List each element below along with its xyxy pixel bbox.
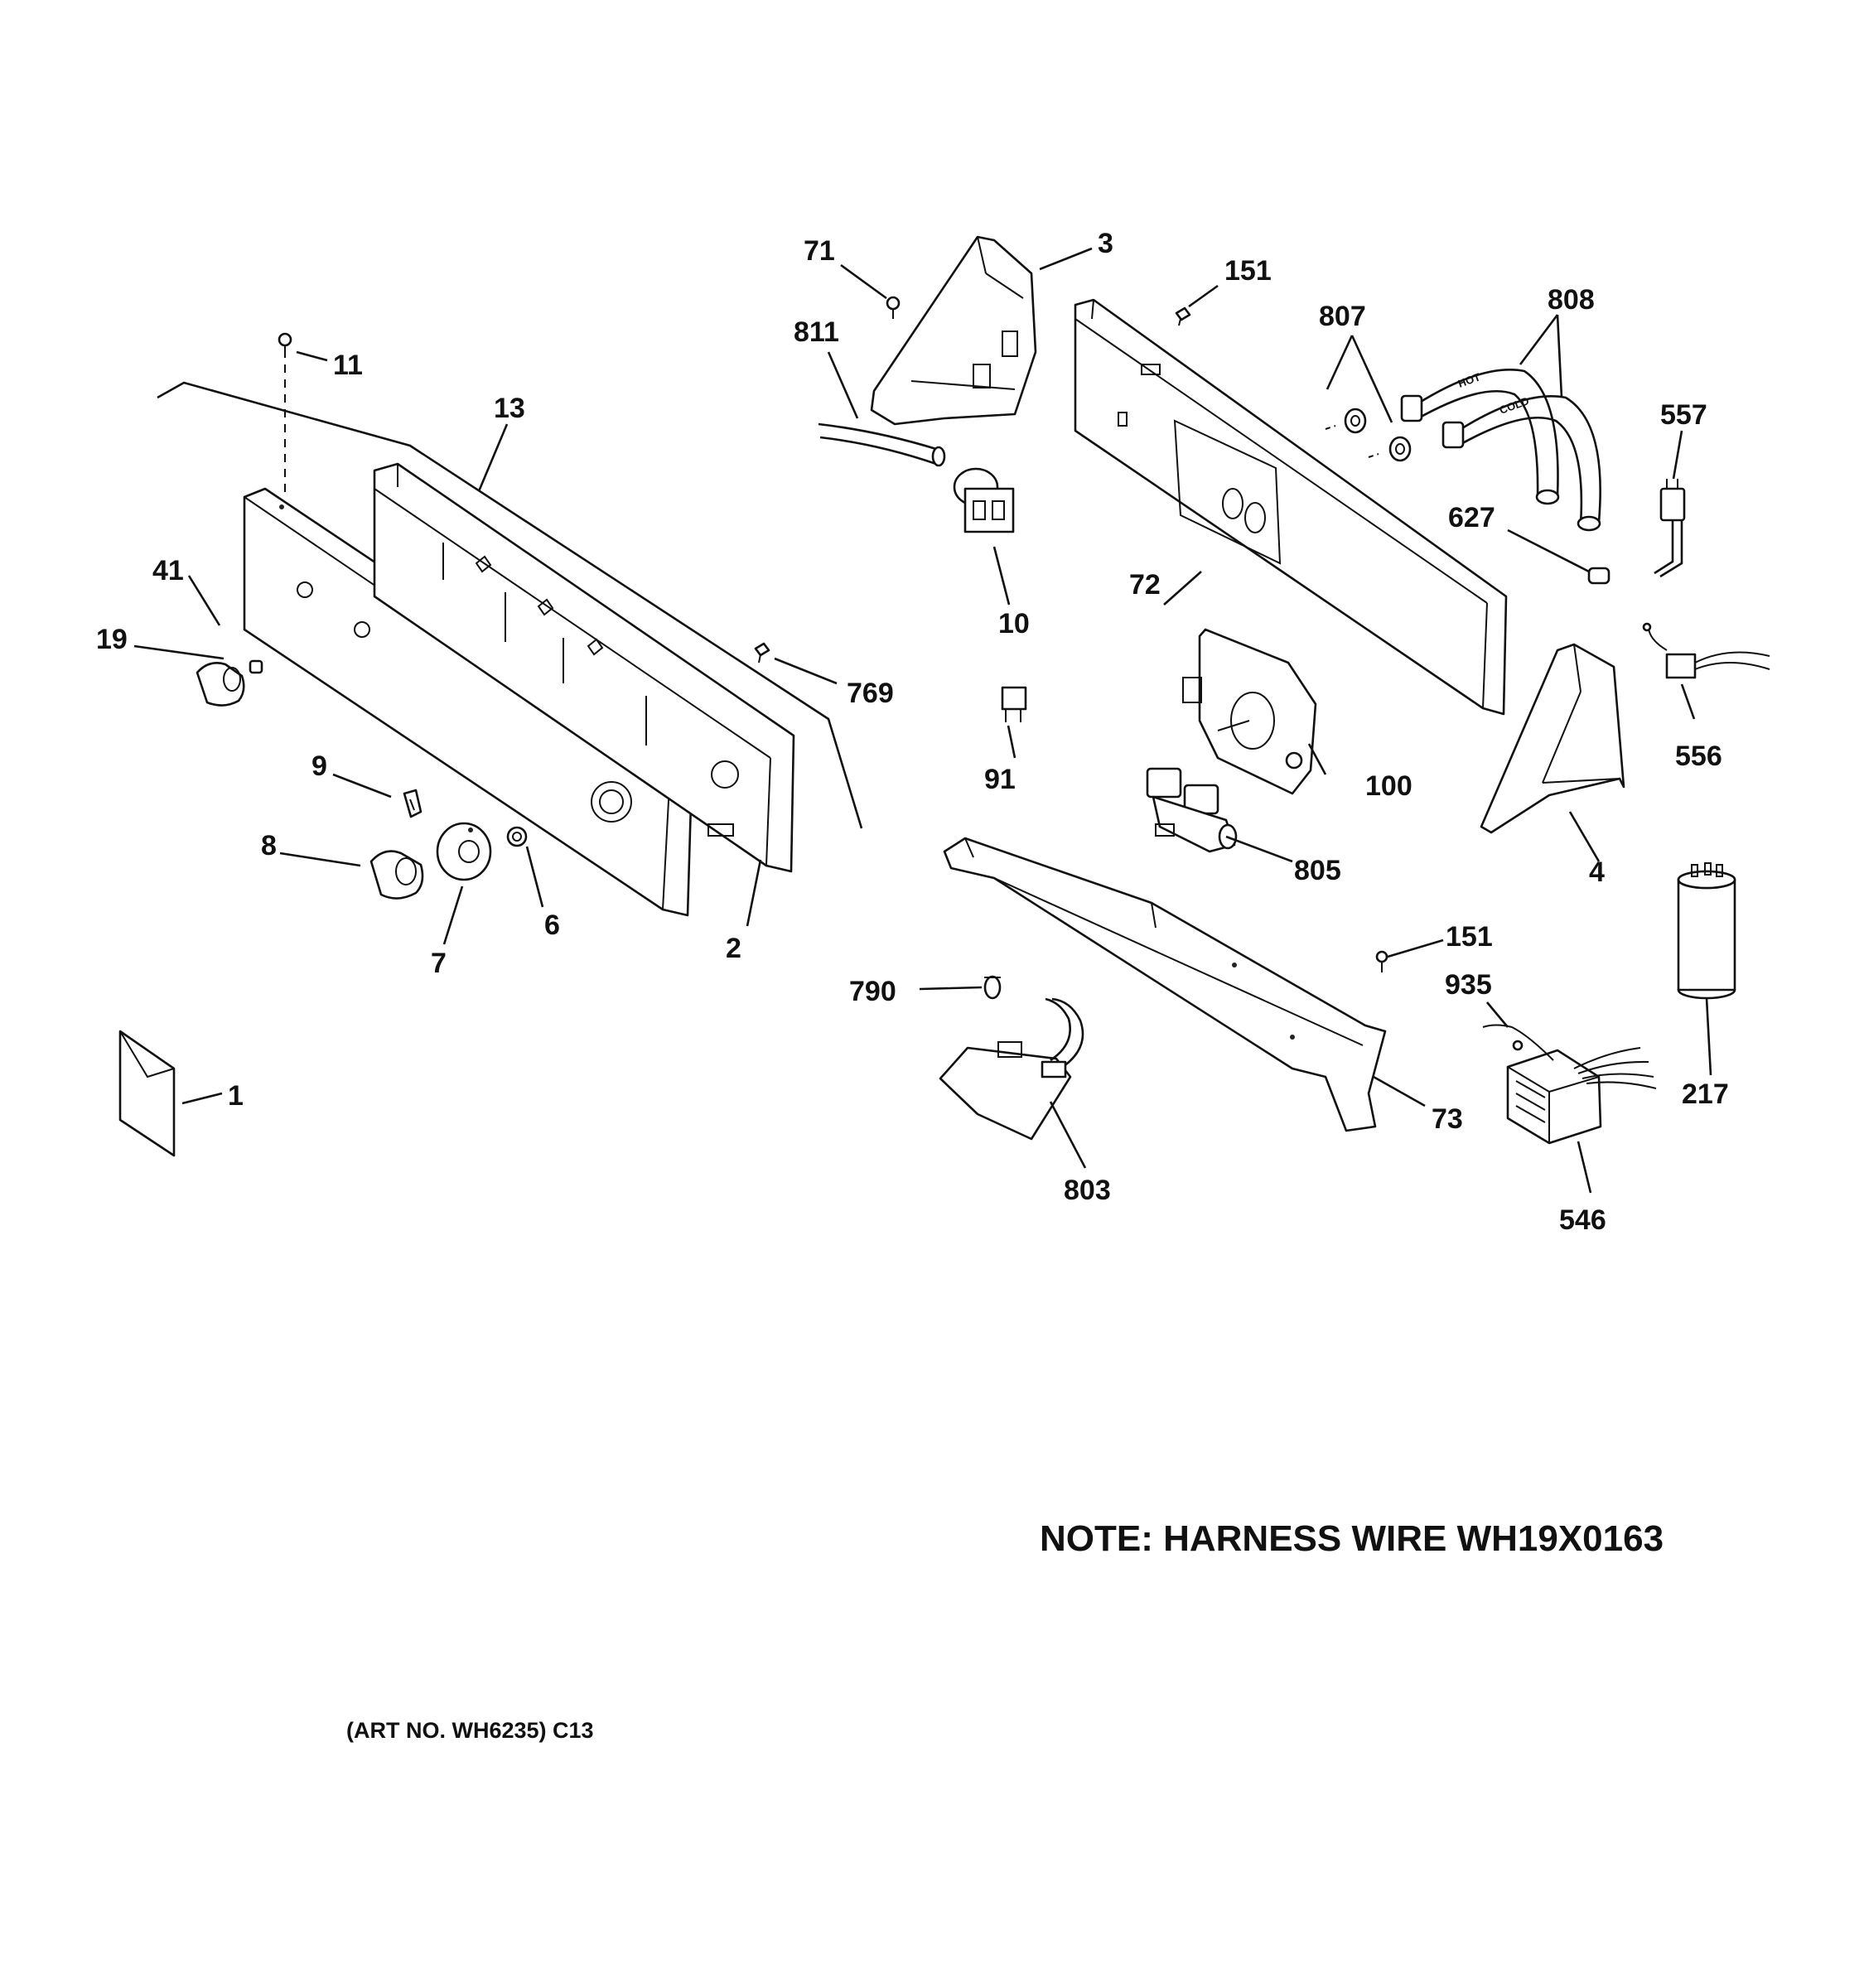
label-217: 217 [1682, 1078, 1729, 1110]
hose-clamp-790 [983, 975, 1002, 1000]
label-2: 2 [726, 933, 741, 964]
label-7: 7 [431, 948, 447, 979]
label-8: 8 [261, 830, 277, 861]
screw-11 [278, 332, 292, 497]
label-151-top: 151 [1224, 255, 1272, 287]
label-790: 790 [849, 976, 896, 1007]
strain-relief-627 [1587, 567, 1610, 585]
hose-marking-hot: HOT [1456, 370, 1482, 390]
label-11: 11 [333, 350, 363, 381]
pressure-hose-811 [818, 422, 946, 467]
label-1: 1 [228, 1080, 244, 1112]
bracket-73 [943, 837, 1387, 1132]
knob-8 [369, 850, 424, 900]
label-151-lower: 151 [1446, 921, 1493, 953]
label-41: 41 [152, 555, 184, 586]
label-72: 72 [1129, 569, 1161, 601]
label-546: 546 [1559, 1204, 1606, 1236]
leader-lines [133, 247, 1712, 1194]
pressure-switch-10 [953, 467, 1015, 533]
label-73: 73 [1432, 1103, 1463, 1135]
nut-6 [506, 826, 528, 847]
clip-9 [403, 789, 423, 818]
knob-19 [196, 662, 245, 707]
control-panel-frame [373, 462, 795, 873]
label-10: 10 [998, 608, 1030, 639]
capacitor-217 [1677, 862, 1736, 1000]
end-cap-4 [1480, 643, 1625, 834]
screw-151-lower [1375, 950, 1388, 972]
label-627: 627 [1448, 502, 1495, 533]
screw-769 [754, 642, 770, 663]
wire-harness-546 [1482, 1024, 1657, 1145]
harness-wire-note: NOTE: HARNESS WIRE WH19X0163 [1040, 1518, 1664, 1559]
fill-hoses-808: HOT COLD [1400, 369, 1601, 532]
label-769: 769 [847, 678, 894, 709]
timer-100 [1182, 628, 1317, 795]
label-9: 9 [311, 750, 327, 782]
label-4: 4 [1589, 856, 1605, 888]
screw-151-top [1175, 306, 1191, 326]
label-100: 100 [1365, 770, 1412, 802]
label-91: 91 [984, 764, 1016, 795]
wire-connector-556 [1642, 622, 1770, 679]
label-803: 803 [1064, 1175, 1111, 1206]
clip-41 [249, 659, 263, 674]
label-811: 811 [794, 316, 839, 348]
label-935: 935 [1445, 969, 1492, 1001]
label-13: 13 [494, 393, 525, 424]
screw-71 [886, 296, 901, 319]
end-cap-3 [870, 235, 1037, 426]
label-556: 556 [1675, 741, 1722, 772]
label-805: 805 [1294, 855, 1341, 886]
water-valve-805 [1146, 767, 1238, 853]
label-3: 3 [1098, 228, 1113, 259]
part-labels: 71 3 151 807 808 811 11 13 557 627 72 10… [96, 228, 1729, 1236]
art-number: (ART NO. WH6235) C13 [346, 1718, 594, 1743]
literature-envelope-1 [118, 1030, 176, 1157]
label-807: 807 [1319, 301, 1366, 332]
control-panel-outline-line [157, 381, 863, 829]
label-19: 19 [96, 624, 128, 655]
label-71: 71 [804, 235, 835, 267]
label-557: 557 [1660, 399, 1707, 431]
dial-7 [436, 822, 492, 881]
washers-807 [1325, 408, 1412, 462]
hose-marking-cold: COLD [1498, 394, 1531, 417]
power-plug-557 [1654, 479, 1686, 578]
dispenser-803 [939, 997, 1084, 1141]
label-6: 6 [544, 910, 560, 941]
rear-panel-72 [1074, 298, 1508, 716]
lid-switch-91 [1001, 686, 1027, 722]
label-808: 808 [1548, 284, 1595, 316]
